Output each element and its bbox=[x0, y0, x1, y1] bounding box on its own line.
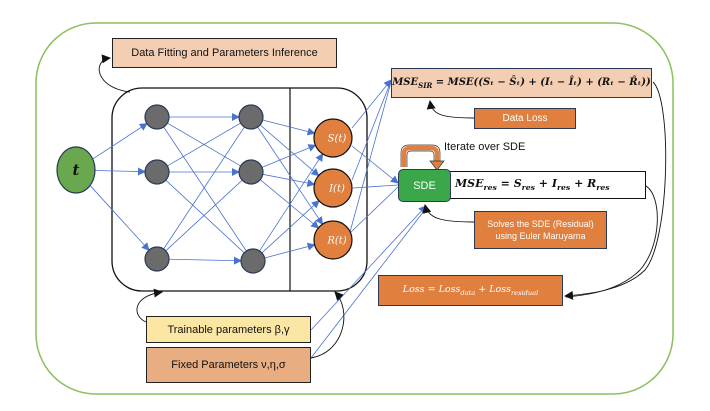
mse-res-term-r-sub: res bbox=[596, 183, 610, 193]
edge-trainable-to-sde bbox=[310, 205, 427, 331]
edge-h2-1-to-out-2 bbox=[259, 179, 320, 229]
fixed-params-box: Fixed Parameters ν,η,σ bbox=[146, 347, 311, 383]
arrow-mse-res-to-loss bbox=[565, 185, 658, 298]
sde-box: SDE bbox=[398, 169, 451, 202]
hidden-node-l1-1 bbox=[144, 159, 170, 185]
hidden-node-l2-2 bbox=[240, 248, 266, 274]
mse-res-term-i: I bbox=[551, 177, 557, 191]
edge-input-to-h1-1 bbox=[94, 167, 147, 176]
edge-h2-2-to-out-0 bbox=[259, 153, 324, 252]
loss-data-sub: data bbox=[460, 288, 476, 297]
edge-h2-0-to-out-1 bbox=[259, 124, 320, 177]
iterate-loop-arrowhead bbox=[429, 160, 445, 171]
edge-fixed-to-sde bbox=[310, 206, 428, 359]
edge-i-to-mse-sir bbox=[351, 80, 392, 181]
edge-r-to-sde bbox=[350, 186, 399, 233]
edge-s-to-mse-sir bbox=[351, 79, 392, 129]
data-loss-box: Data Loss bbox=[474, 108, 576, 129]
edge-input-to-h1-2 bbox=[88, 183, 150, 251]
total-loss-formula: Loss = Lossdata + Lossresidual bbox=[402, 284, 539, 297]
arrow-trainable-to-network bbox=[136, 288, 163, 323]
mse-res-term-s-sub: res bbox=[521, 183, 535, 193]
network-edges bbox=[88, 113, 324, 265]
input-node-t bbox=[56, 146, 96, 194]
mse-sir-lhs-sub: SIR bbox=[418, 80, 433, 90]
mse-res-term-r: R bbox=[587, 177, 597, 191]
mse-res-term-i-sub: res bbox=[556, 183, 571, 193]
sde-label: SDE bbox=[413, 179, 436, 192]
mse-res-formula: MSEres = Sres + Ires + Rres bbox=[455, 177, 610, 193]
mse-sir-box: MSESIR = MSE((Sₜ − Ŝₜ) + (Iₜ − Îₜ) + (Rₜ… bbox=[391, 68, 652, 98]
total-loss-box: Loss = Lossdata + Lossresidual bbox=[378, 275, 563, 306]
mse-res-lhs: MSE bbox=[455, 177, 484, 191]
connectors bbox=[98, 54, 667, 359]
edge-h1-2-to-h2-1 bbox=[165, 179, 243, 252]
solves-sde-label: Solves the SDE (Residual) using Euler Ma… bbox=[487, 219, 594, 241]
data-fitting-label: Data Fitting and Parameters Inference bbox=[131, 47, 318, 59]
hidden-node-l1-2 bbox=[144, 246, 170, 272]
mse-res-lhs-sub: res bbox=[483, 183, 497, 193]
output-node-label-s: S(t) bbox=[327, 133, 347, 145]
arrow-fixed-to-network bbox=[310, 291, 345, 359]
data-fitting-box: Data Fitting and Parameters Inference bbox=[112, 38, 337, 68]
outer-frame bbox=[35, 22, 674, 395]
edge-r-to-mse-sir bbox=[349, 81, 392, 233]
data-loss-label: Data Loss bbox=[502, 113, 548, 124]
edge-h1-0-to-h2-2 bbox=[163, 126, 247, 252]
edge-h2-1-to-out-1 bbox=[262, 173, 316, 187]
edge-h1-1-to-h2-2 bbox=[165, 179, 245, 254]
trainable-params-label: Trainable parameters β,γ bbox=[167, 323, 290, 336]
arrow-data-loss-to-mse-sir bbox=[426, 100, 475, 119]
edge-h2-0-to-out-0 bbox=[262, 119, 316, 136]
iterate-loop-arrow-outline bbox=[400, 144, 441, 167]
edge-h1-1-to-h2-0 bbox=[167, 122, 241, 167]
arrow-solves-to-sde bbox=[422, 204, 475, 223]
mse-sir-rhs: = MSE((Sₜ − Ŝₜ) + (Iₜ − Îₜ) + (Rₜ − R̂ₜ)… bbox=[435, 76, 651, 88]
edge-h2-1-to-out-0 bbox=[261, 144, 317, 168]
edge-h1-2-to-h2-2 bbox=[168, 256, 243, 265]
fixed-params-label: Fixed Parameters ν,η,σ bbox=[171, 359, 286, 371]
edge-input-to-h1-0 bbox=[91, 123, 148, 160]
edge-h2-2-to-out-1 bbox=[261, 200, 320, 254]
input-node-label: t bbox=[72, 161, 80, 179]
iterate-label: Iterate over SDE bbox=[444, 141, 526, 153]
trainable-params-box: Trainable parameters β,γ bbox=[146, 316, 311, 343]
iterate-loop-arrow bbox=[401, 145, 440, 167]
arrow-network-to-data-fitting bbox=[98, 54, 131, 93]
hidden-node-l2-0 bbox=[238, 104, 264, 130]
output-node-label-i: I(t) bbox=[329, 183, 345, 195]
loss-residual-sub: residual bbox=[510, 288, 539, 297]
output-node-label-r: R(t) bbox=[327, 235, 347, 247]
output-node-1 bbox=[313, 168, 353, 208]
loss-lhs: Loss bbox=[402, 284, 425, 296]
output-node-2 bbox=[313, 220, 353, 260]
hidden-node-l1-0 bbox=[144, 104, 170, 130]
mse-sir-formula: MSESIR = MSE((Sₜ − Ŝₜ) + (Iₜ − Îₜ) + (Rₜ… bbox=[392, 77, 651, 90]
edge-h1-2-to-h2-0 bbox=[163, 126, 245, 250]
solves-sde-box: Solves the SDE (Residual) using Euler Ma… bbox=[474, 211, 607, 249]
network-container bbox=[111, 87, 368, 292]
loss-data-term: Loss bbox=[438, 284, 461, 296]
mse-res-term-s: S bbox=[513, 177, 522, 191]
edge-h2-2-to-out-2 bbox=[264, 242, 316, 259]
mse-sir-lhs: MSE bbox=[392, 76, 419, 88]
edge-s-to-sde bbox=[351, 145, 399, 184]
output-node-0 bbox=[313, 118, 353, 158]
mse-res-box: MSEres = Sres + Ires + Rres bbox=[448, 171, 646, 199]
edge-i-to-sde bbox=[352, 184, 399, 189]
auxiliary-edges bbox=[310, 79, 428, 359]
loss-residual-term: Loss bbox=[489, 284, 511, 296]
network-nodes bbox=[56, 104, 353, 274]
hidden-node-l2-1 bbox=[238, 159, 264, 185]
